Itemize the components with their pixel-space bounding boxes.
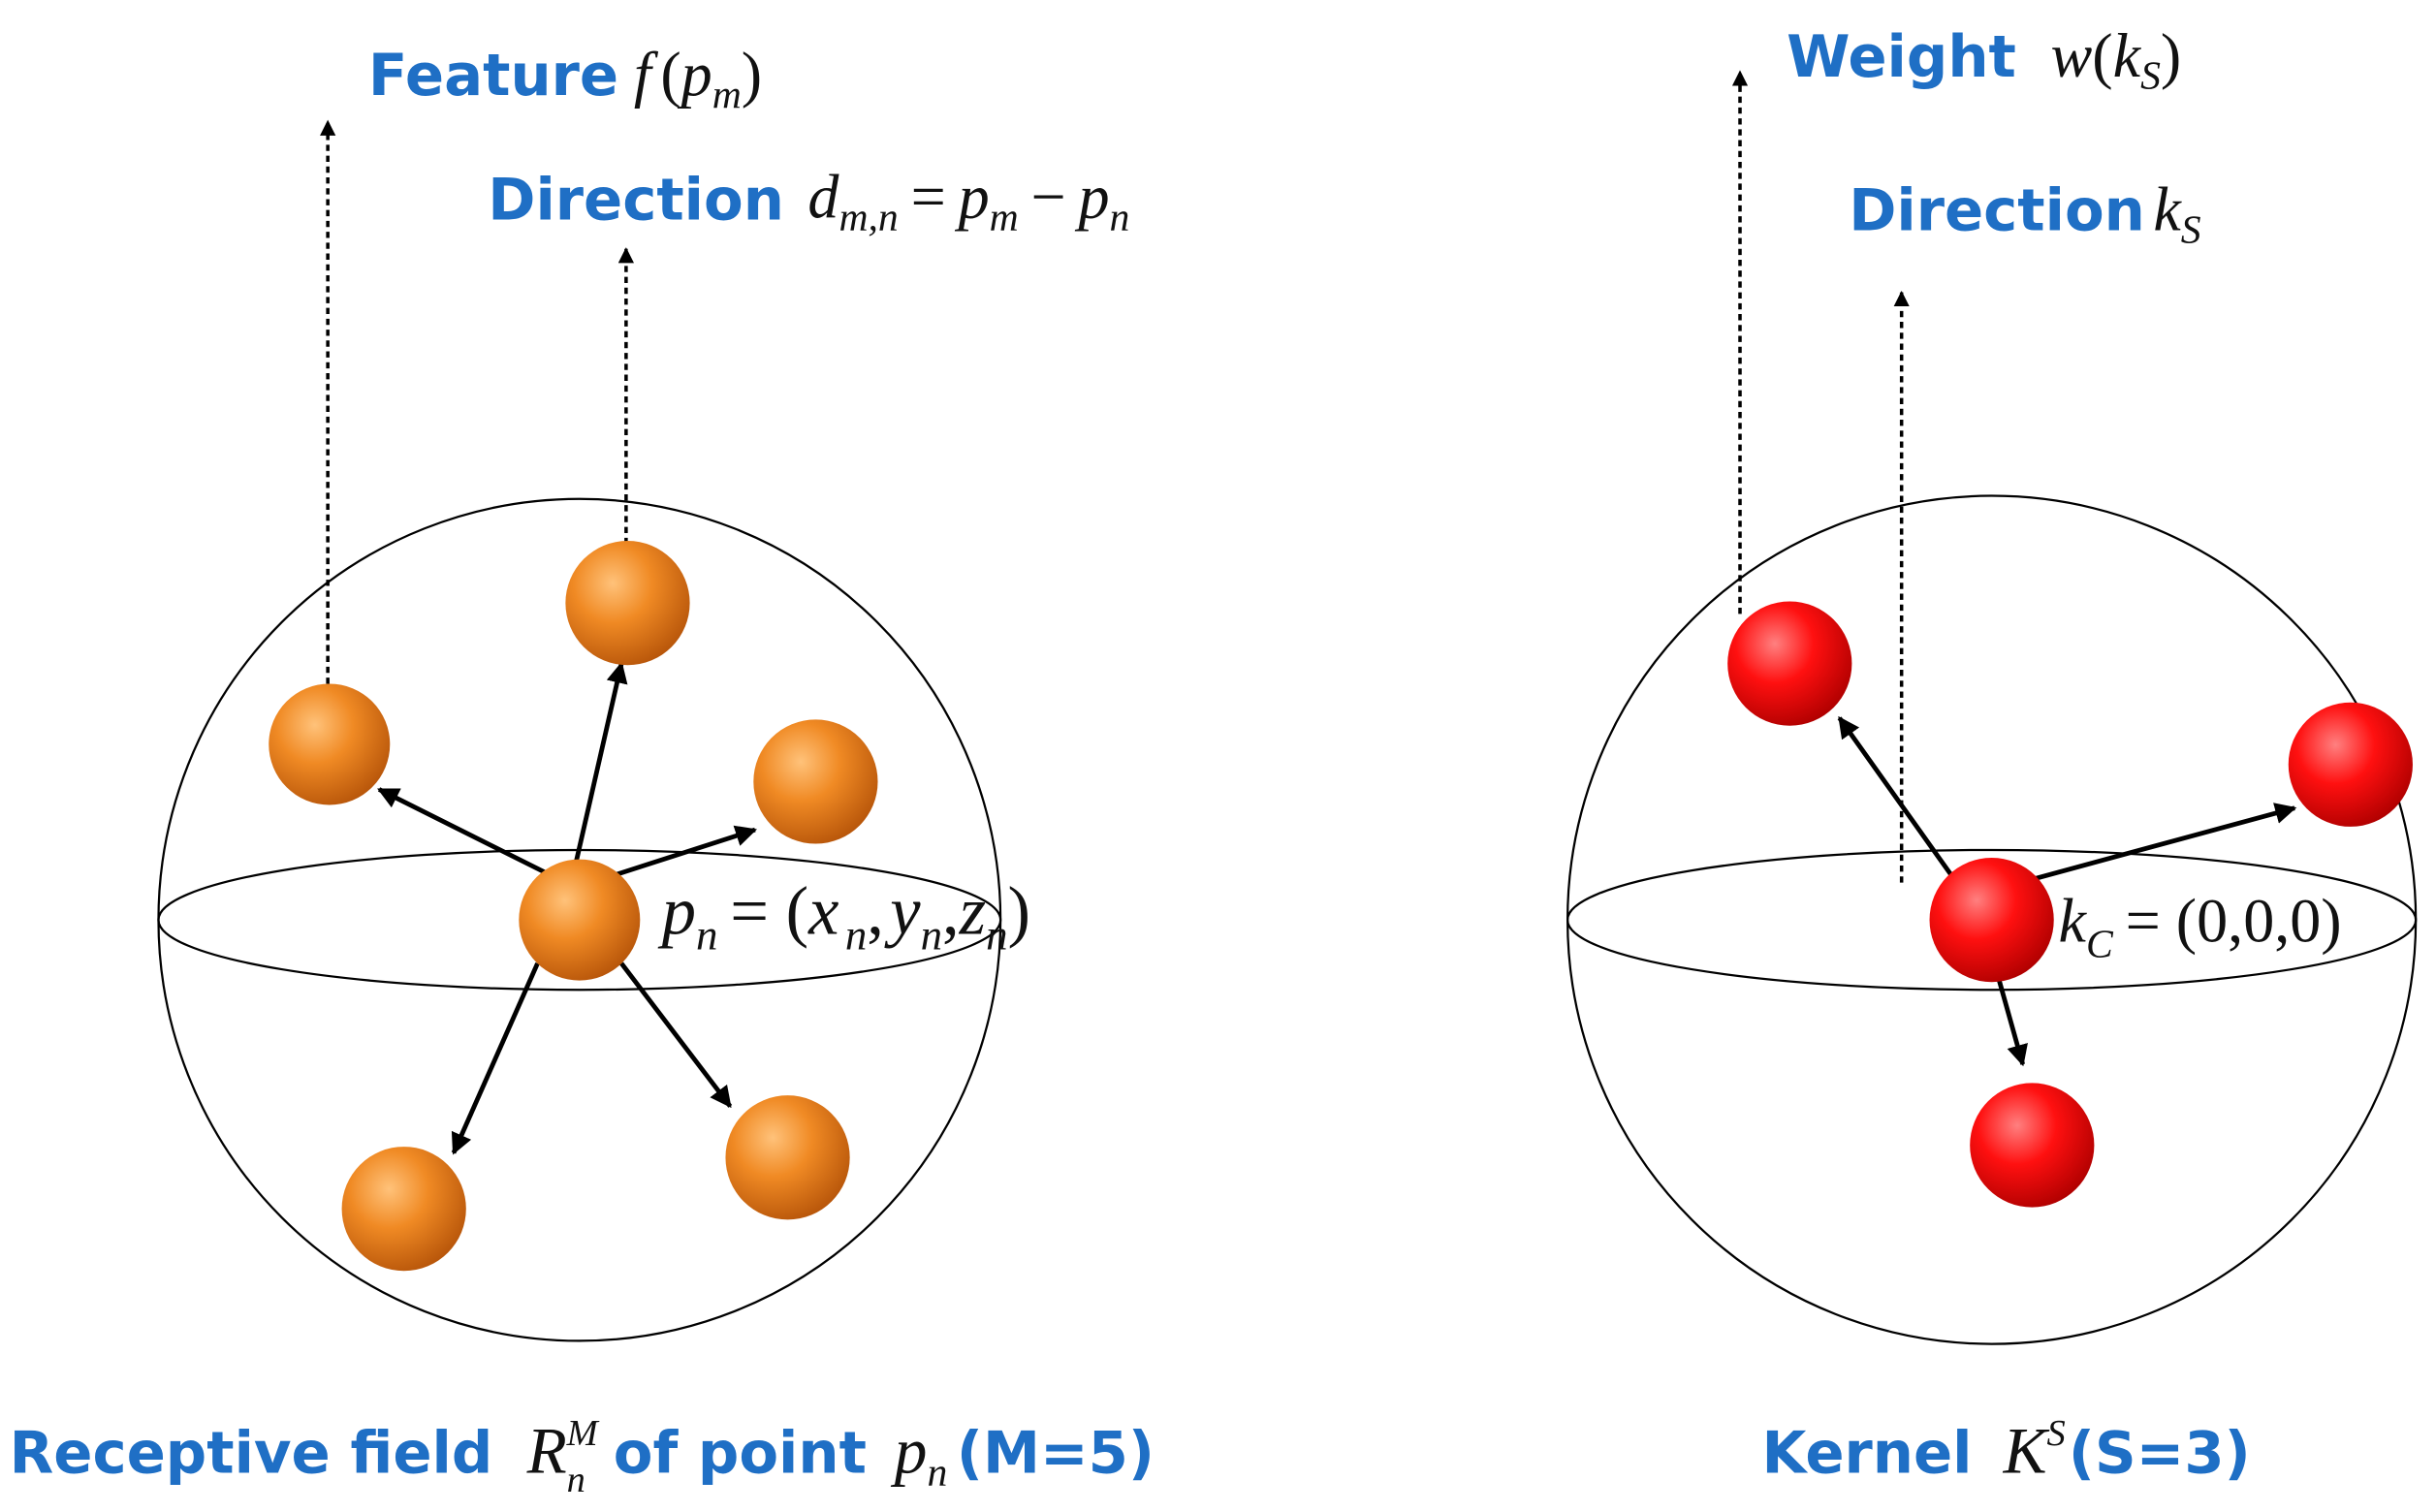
kernel-center-point: [1929, 857, 2054, 983]
kernel-arrow-upper-left: [1837, 715, 1957, 881]
direction-expression-left: dm,n=pm−pn: [807, 163, 1129, 240]
kernel-center-expression: kC= (0,0,0): [2059, 887, 2342, 967]
neighbor-point-lower-left: [341, 1147, 466, 1272]
neighbor-point-upper-left: [269, 683, 391, 805]
direction-label-left: Direction: [488, 166, 784, 233]
kernel-point-right: [2288, 702, 2413, 827]
weight-expression: w(kS): [2051, 21, 2182, 99]
kernel-panel: Weight w(kS) Direction kS kC= (0,0,0) Ke…: [1566, 21, 2418, 1488]
center-point-pn: [519, 859, 641, 981]
direction-arrow-lower-right: [619, 961, 733, 1109]
neighbor-point-right: [753, 719, 878, 844]
kernel-point-bottom: [1970, 1083, 2095, 1208]
direction-label-right: Direction: [1849, 176, 2145, 243]
direction-arrow-right: [614, 825, 758, 877]
direction-expression-right: kS: [2153, 174, 2200, 252]
feature-expression: f(pm): [634, 40, 762, 117]
direction-arrow-upper-left: [377, 787, 549, 876]
direction-arrow-top: [574, 661, 628, 862]
direction-arrow-lower-left: [451, 961, 540, 1155]
kernel-arrow-down: [1995, 975, 2028, 1067]
weight-label: Weight: [1787, 23, 2016, 90]
feature-label: Feature: [368, 42, 618, 109]
neighbor-point-lower-right: [725, 1095, 850, 1220]
kernel-equator: [1566, 848, 2418, 992]
neighbor-point-top: [565, 541, 690, 666]
kernel-point-upper-left: [1727, 601, 1852, 726]
kernel-arrow-right: [2025, 803, 2297, 884]
receptive-field-panel: Feature f(pm) Direction dm,n=pm−pn pn= (…: [10, 40, 1155, 1500]
